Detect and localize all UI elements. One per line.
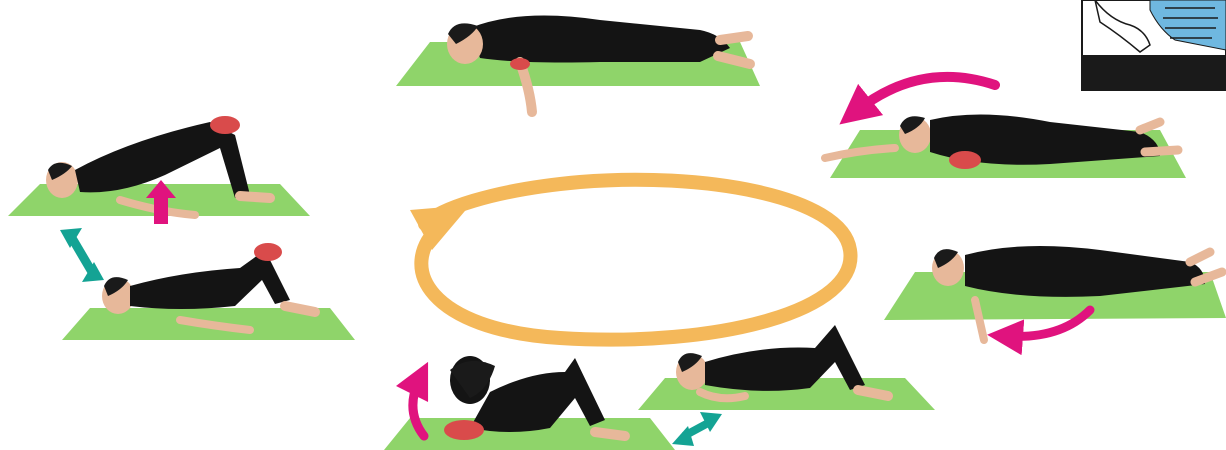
pose-lying-flat-top	[396, 16, 760, 113]
cycle-arrow-icon	[410, 180, 851, 340]
curl-arrow-icon	[413, 378, 424, 436]
rotate-arrow-icon	[855, 77, 995, 112]
alternate-arrow-icon	[60, 228, 104, 282]
inset-illustration	[1082, 0, 1226, 90]
lift-arrow-icon	[154, 196, 168, 224]
pose-bridge	[8, 116, 310, 224]
pose-arms-at-sides	[884, 246, 1226, 340]
pose-knees-bent	[62, 243, 355, 340]
neck-roll-arrow-icon	[672, 412, 722, 446]
pose-arms-overhead	[825, 77, 1186, 178]
pose-hands-behind-head	[384, 356, 675, 450]
